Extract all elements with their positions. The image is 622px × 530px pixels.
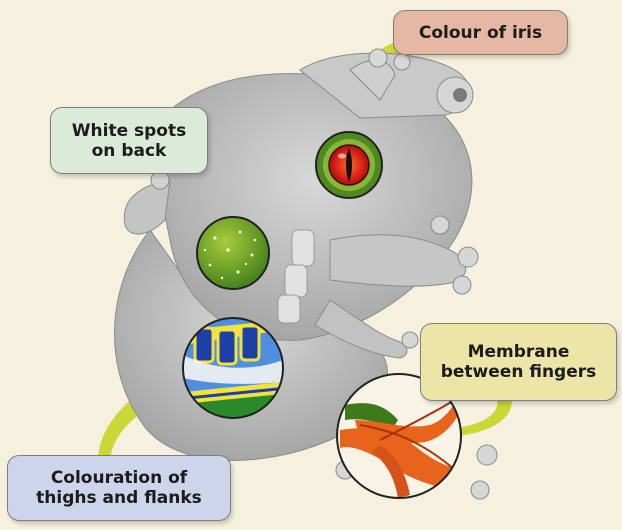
- thigh-flank-label-line1: Colouration of: [51, 468, 187, 488]
- back-spots-callout: White spots on back: [50, 107, 208, 174]
- thigh-flank-label-line2: thighs and flanks: [36, 488, 202, 508]
- back-spots-label-line1: White spots: [72, 121, 186, 141]
- back-spots-detail: [197, 217, 269, 289]
- iris-detail: [316, 132, 382, 198]
- finger-membrane-label-line1: Membrane: [468, 342, 570, 362]
- thigh-flank-callout: Colouration of thighs and flanks: [7, 455, 231, 521]
- iris-colour-label: Colour of iris: [419, 23, 542, 43]
- back-spots-label-line2: on back: [92, 141, 167, 161]
- iris-colour-callout: Colour of iris: [393, 10, 568, 55]
- finger-membrane-callout: Membrane between fingers: [420, 323, 617, 401]
- finger-membrane-label-line2: between fingers: [441, 362, 597, 382]
- flank-detail: [183, 318, 283, 418]
